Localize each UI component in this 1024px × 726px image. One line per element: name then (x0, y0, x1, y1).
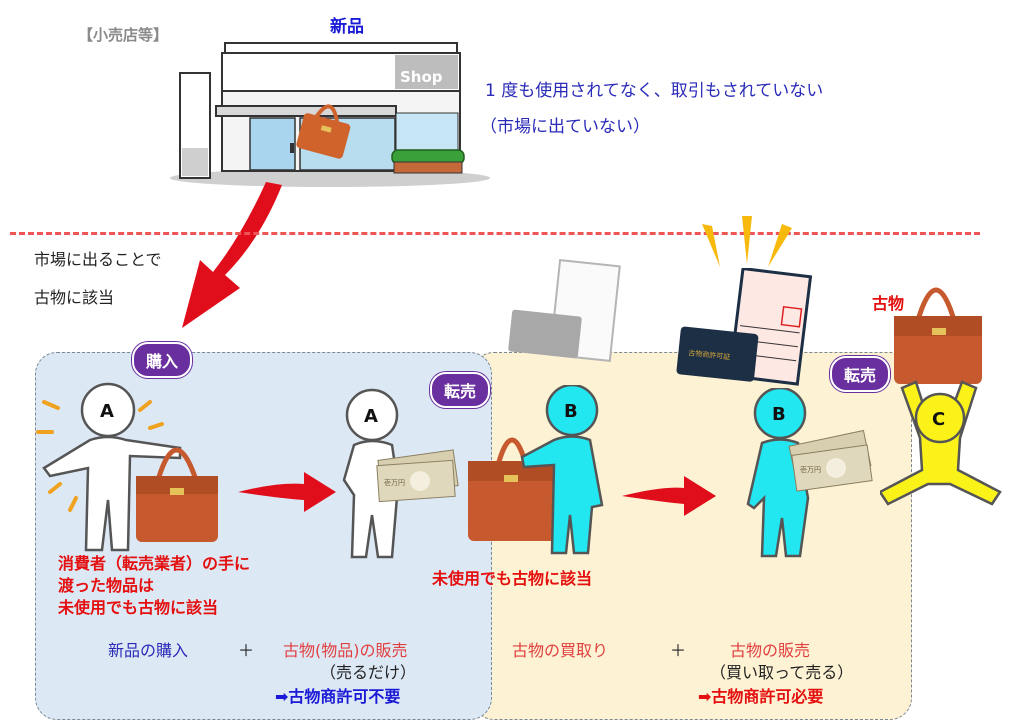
person-b2-letter: B (772, 404, 786, 425)
person-a-sale: A 壱万円 (342, 388, 459, 559)
market-divider-line (10, 232, 980, 235)
person-b-body (520, 435, 604, 555)
license-seal (780, 305, 803, 328)
person-c-letter: C (932, 409, 945, 430)
right-plus: ＋ (670, 641, 687, 660)
person-b2-body (746, 438, 810, 558)
right-buy: 古物の買取り (512, 641, 609, 660)
market-arrow-shape (182, 182, 282, 328)
market-note-line1: 市場に出ることで (34, 250, 162, 269)
bag-icon (136, 447, 218, 542)
person-b2-head (753, 388, 807, 440)
bag-icon-held (894, 287, 982, 384)
person-b-sale: B 壱万円 (746, 388, 873, 558)
person-c-buyer: C (880, 287, 1002, 506)
svg-text:壱万円: 壱万円 (800, 465, 821, 474)
badge-purchase: 購入 (132, 342, 193, 378)
left-plus: ＋ (238, 641, 255, 660)
person-a-letter: A (100, 401, 114, 422)
person-a2-letter: A (364, 406, 378, 427)
shop-door (249, 117, 296, 171)
license-card-gray (508, 309, 582, 359)
consumer-note-line3: 未使用でも古物に該当 (58, 598, 219, 617)
person-a-purchase: A (36, 382, 218, 552)
left-new-purchase: 新品の購入 (108, 641, 189, 660)
right-sale-note: （買い取って売る） (710, 663, 854, 682)
right-sale: 古物の販売 (730, 641, 811, 660)
unused-used-note: 未使用でも古物に該当 (432, 569, 593, 588)
excite-lines-icon (36, 400, 164, 512)
license-color-illustration: 古物商許可証 (676, 268, 813, 386)
side-window (395, 112, 459, 154)
left-conclusion: ➡古物商許可不要 (275, 687, 401, 706)
pole-base (182, 148, 208, 176)
badge-resale-1: 転売 (430, 372, 491, 408)
sparkle-icon (702, 216, 792, 267)
consumer-note: 消費者（転売業者）の手に 渡った物品は 未使用でも古物に該当 (58, 553, 250, 619)
new-item-label: 新品 (330, 17, 364, 37)
person-a-body (42, 435, 182, 552)
money-icon-2: 壱万円 (788, 429, 873, 492)
used-goods-label: 古物 (872, 294, 905, 313)
door-handle (290, 143, 294, 153)
arrow-right-icon-2 (622, 476, 716, 516)
bag-icon (468, 437, 558, 541)
arrow-right-icon (238, 472, 336, 512)
unused-description-line1: 1 度も使用されてなく、取引もされていない (485, 81, 824, 101)
shop-sign-text: Shop (400, 68, 443, 86)
left-sale-note: （売るだけ） (320, 663, 417, 682)
svg-text:壱万円: 壱万円 (384, 478, 405, 487)
license-gray-illustration (508, 259, 621, 362)
unused-description-line2: （市場に出ていない） (480, 117, 650, 137)
planter-box (393, 161, 463, 174)
person-c-head (914, 392, 966, 444)
left-sale: 古物(物品)の販売 (283, 641, 408, 660)
license-card (676, 326, 759, 382)
shop-bag-icon (296, 104, 351, 159)
market-arrow-icon (182, 182, 282, 328)
roof (224, 42, 458, 54)
shop-sign-box (395, 55, 458, 89)
person-b-head (545, 385, 599, 437)
market-note-line2: 古物に該当 (34, 288, 115, 307)
license-card-text: 古物商許可証 (688, 348, 731, 361)
shop-illustration: Shop (170, 42, 490, 187)
badge-resale-2: 転売 (830, 356, 891, 392)
consumer-note-line2: 渡った物品は (58, 576, 155, 595)
person-b-letter: B (564, 401, 578, 422)
person-b-buy: B (468, 385, 604, 555)
right-conclusion: ➡古物商許可必要 (698, 687, 824, 706)
consumer-note-line1: 消費者（転売業者）の手に (58, 554, 251, 573)
money-icon: 壱万円 (376, 449, 459, 503)
store-label: 【小売店等】 (78, 26, 169, 44)
